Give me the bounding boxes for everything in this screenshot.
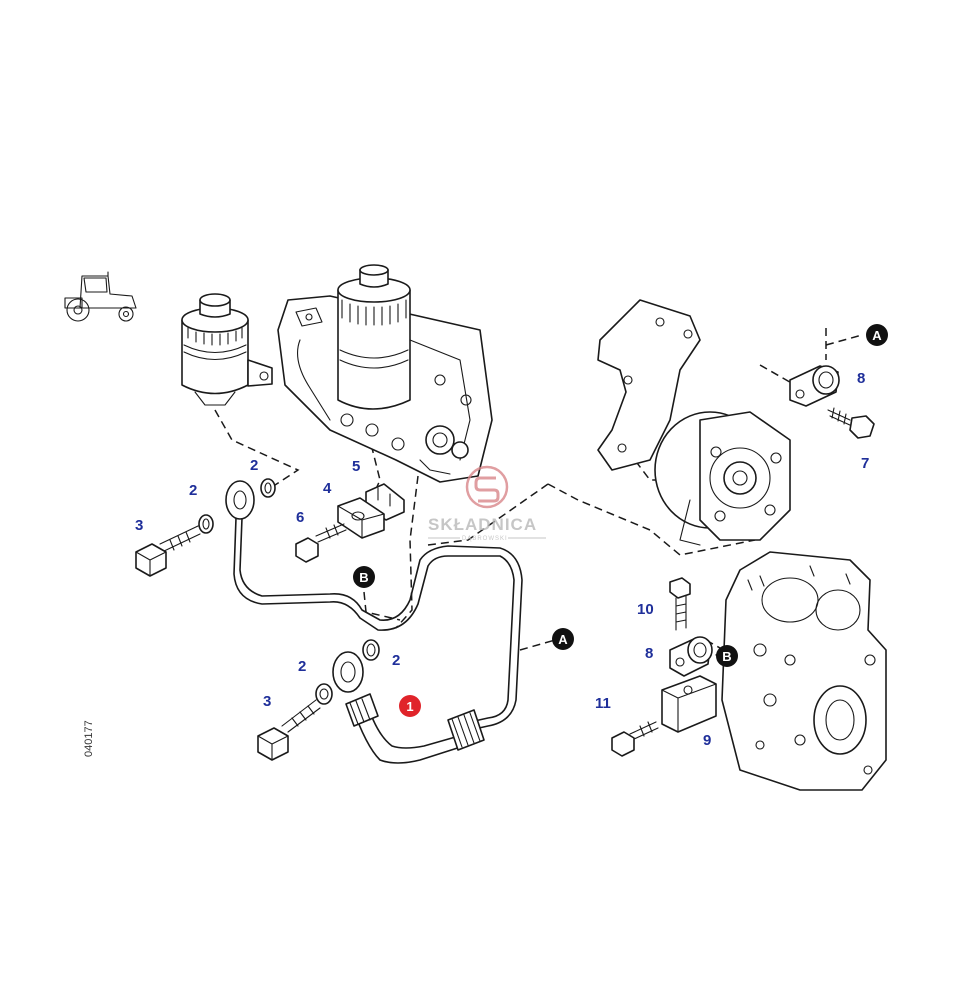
engine-block [721, 551, 887, 791]
fuel-filter-housing [277, 264, 493, 483]
hydraulic-pump [654, 411, 791, 546]
callout-3: 3 [263, 693, 271, 710]
ref-marker-a-top: A [866, 324, 888, 346]
watermark-logo: SKŁADNICA DĄBROWSKI [428, 465, 546, 542]
callout-2: 2 [298, 658, 306, 675]
bolt-10 [669, 577, 691, 631]
callouts: 2 2 3 4 5 6 8 7 2 2 3 10 8 11 9 [135, 370, 869, 749]
bolt-11 [611, 721, 659, 757]
pipe-part-1 [332, 639, 485, 764]
pump-bracket [597, 299, 701, 471]
ref-marker-b-left-text: B [359, 570, 368, 585]
fuel-filter-left [181, 293, 273, 406]
ref-marker-a-mid-text: A [558, 632, 568, 647]
banjo-bolt-bottom [257, 683, 333, 761]
callout-7: 7 [861, 455, 869, 472]
callout-3: 3 [135, 517, 143, 534]
callout-6: 6 [296, 509, 304, 526]
callout-11: 11 [595, 695, 611, 712]
callout-8: 8 [645, 645, 653, 662]
highlight-part-1-text: 1 [406, 699, 413, 714]
ref-marker-b-left: B [353, 566, 375, 588]
callout-5: 5 [352, 458, 360, 475]
watermark-name: SKŁADNICA [428, 515, 537, 534]
callout-10: 10 [637, 601, 654, 618]
clamp-4 [337, 497, 385, 539]
callout-8: 8 [857, 370, 865, 387]
watermark-subtitle: DĄBROWSKI [462, 536, 508, 542]
bolt-7 [827, 407, 875, 439]
fitting-block-9 [661, 675, 717, 733]
callout-9: 9 [703, 732, 711, 749]
ref-marker-a-top-text: A [872, 328, 882, 343]
ref-marker-a-mid: A [552, 628, 574, 650]
ref-marker-b-right: B [716, 645, 738, 667]
hose-clip-bottom [669, 636, 713, 677]
banjo-bolt-top [135, 514, 214, 577]
callout-2: 2 [189, 482, 197, 499]
drawing-code: 040177 [83, 720, 95, 757]
callout-2: 2 [392, 652, 400, 669]
callout-4: 4 [323, 480, 332, 497]
callout-2: 2 [250, 457, 258, 474]
pipe-upper [225, 478, 523, 731]
ref-marker-b-right-text: B [722, 649, 731, 664]
tractor-icon [64, 271, 137, 322]
hose-clip-top [789, 365, 840, 407]
bolt-6 [295, 523, 347, 563]
highlight-part-1[interactable]: 1 [399, 695, 421, 717]
